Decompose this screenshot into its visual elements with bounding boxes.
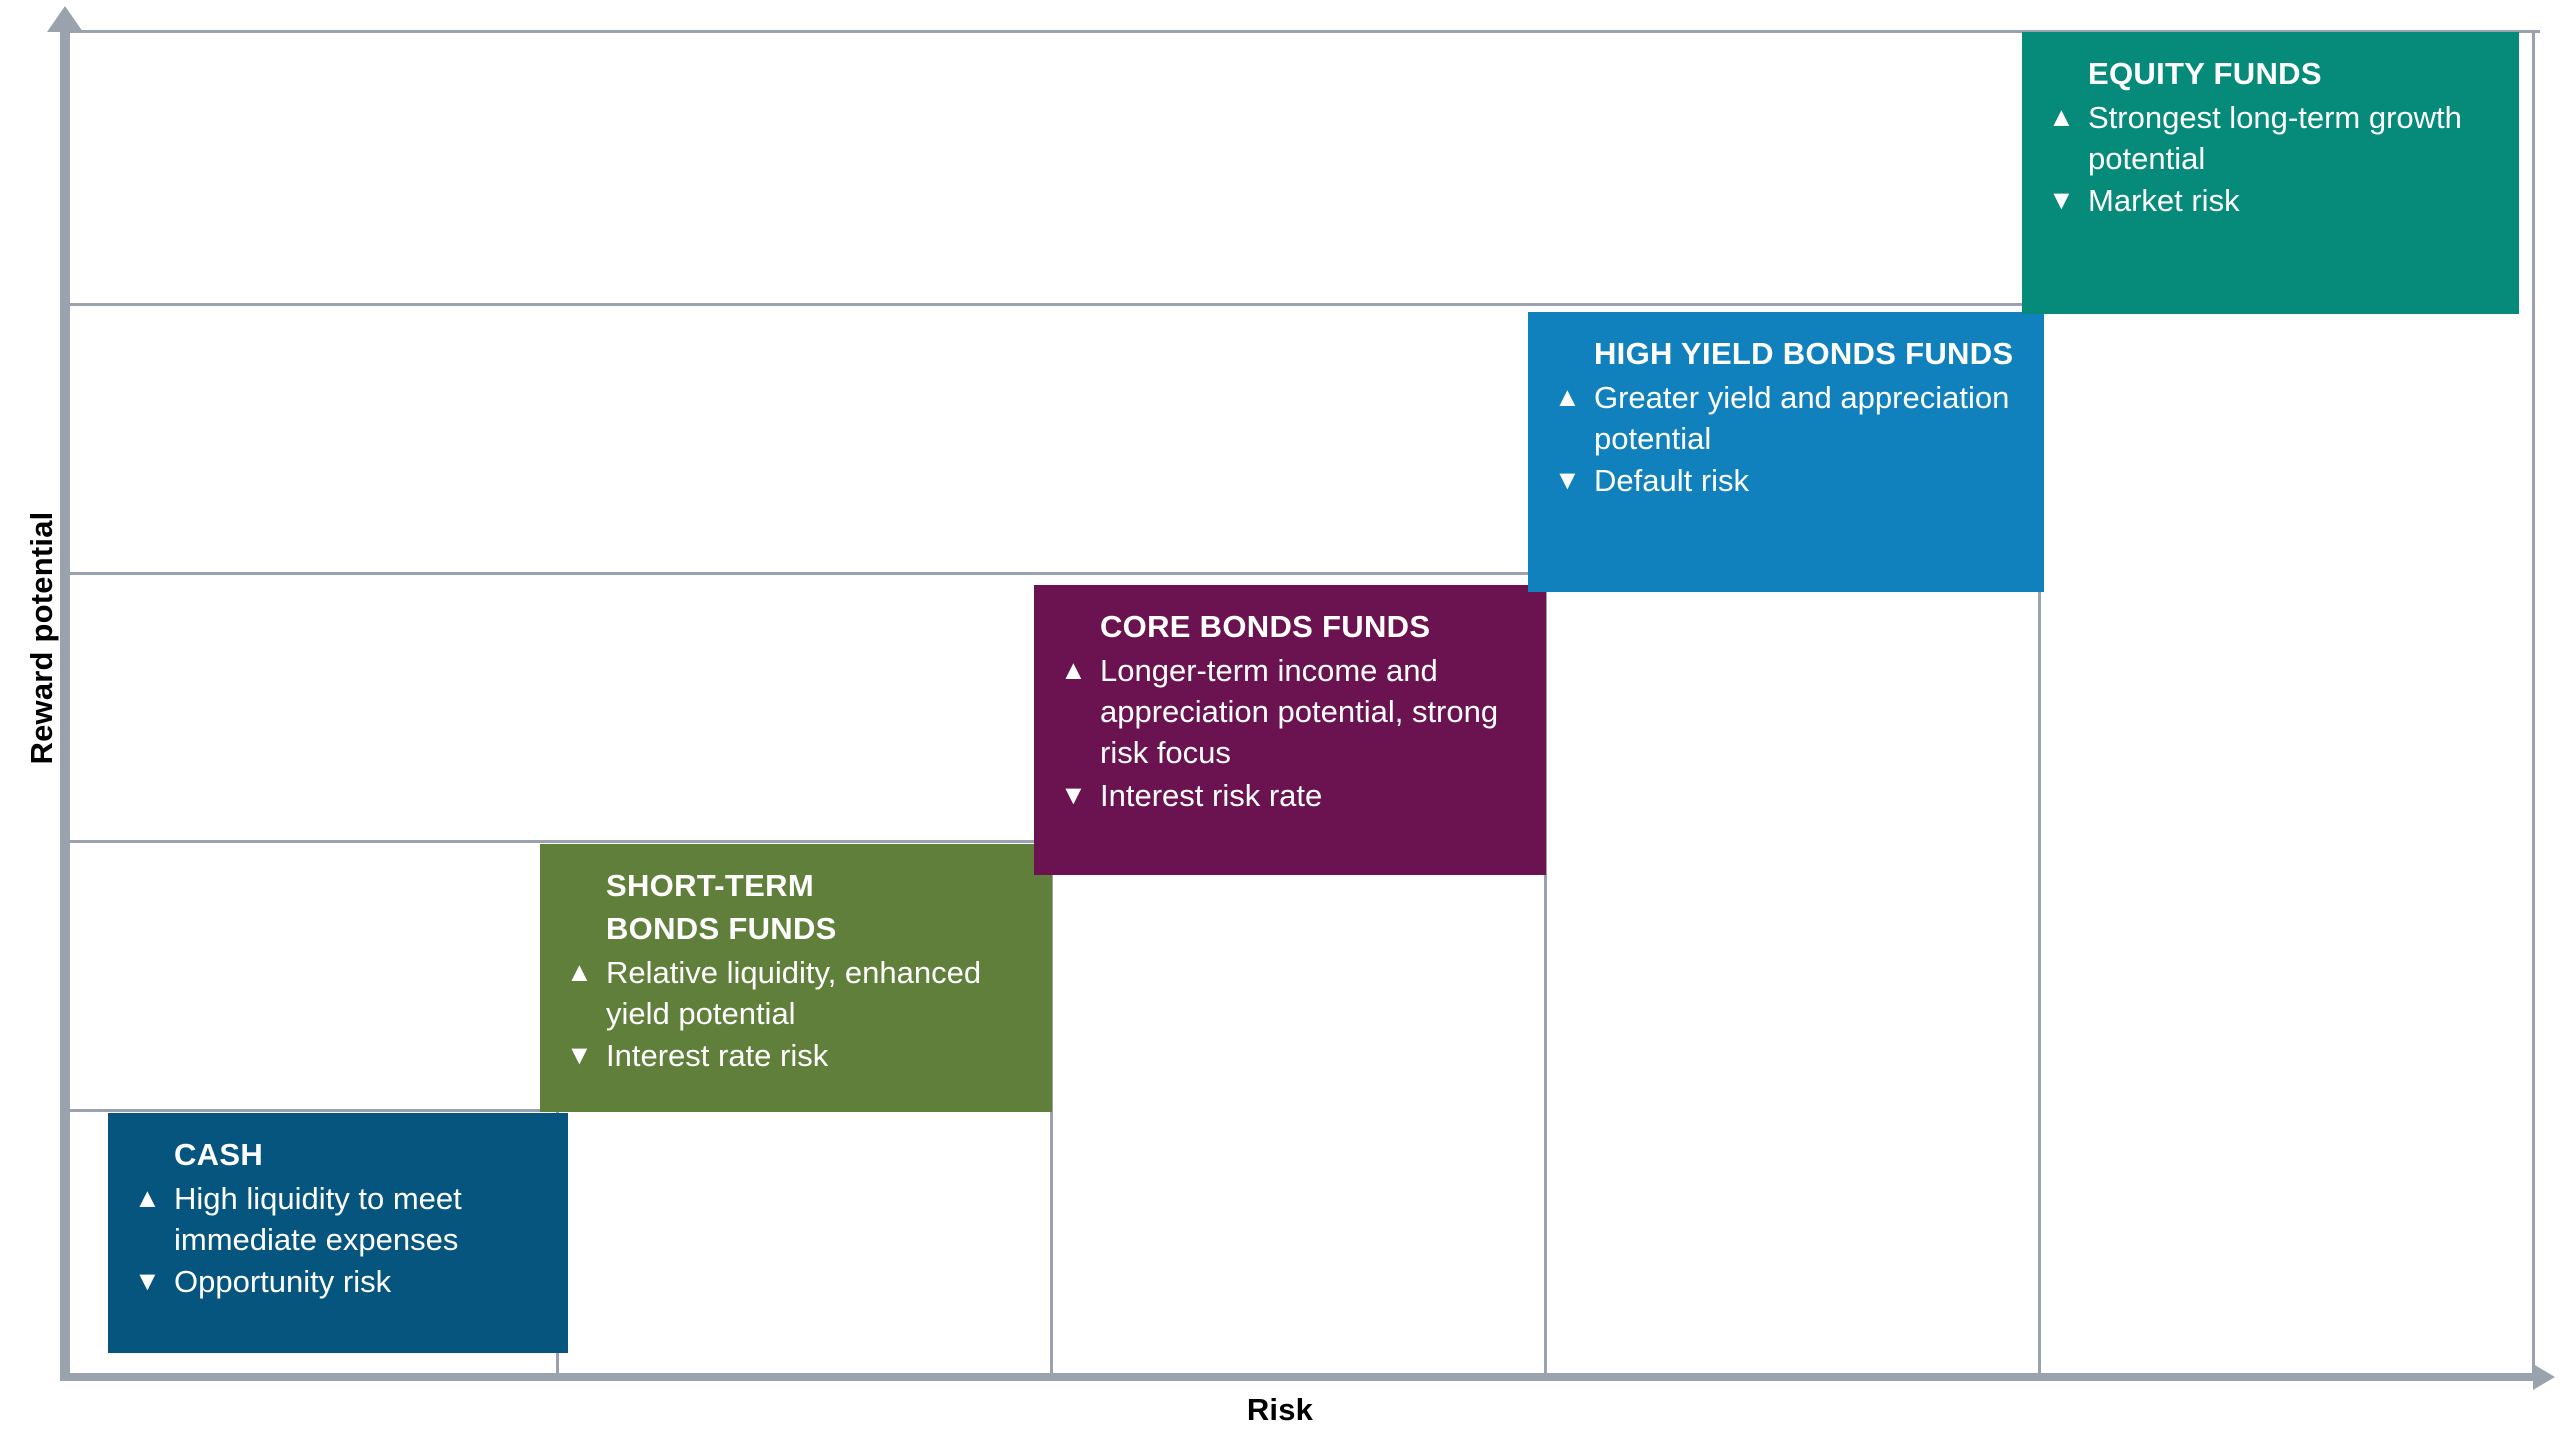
up-triangle-icon: ▲ bbox=[566, 956, 593, 987]
tier-point-upside-cash: ▲ High liquidity to meet immediate expen… bbox=[134, 1178, 542, 1260]
up-triangle-icon: ▲ bbox=[134, 1182, 161, 1213]
tier-downside-text-core-bonds-funds: Interest risk rate bbox=[1100, 777, 1323, 813]
tier-box-cash[interactable]: CASH ▲ High liquidity to meet immediate … bbox=[108, 1113, 568, 1353]
gridline-horizontal-3 bbox=[65, 572, 1552, 575]
tier-points-core-bonds-funds: ▲ Longer-term income and appreciation po… bbox=[1060, 650, 1520, 816]
tier-upside-text-short-term-bonds-funds: Relative liquidity, enhanced yield poten… bbox=[606, 954, 982, 1032]
tier-point-upside-high-yield-bonds-funds: ▲ Greater yield and appreciation potenti… bbox=[1554, 377, 2018, 459]
tier-point-downside-high-yield-bonds-funds: ▼ Default risk bbox=[1554, 460, 2018, 501]
tier-points-cash: ▲ High liquidity to meet immediate expen… bbox=[134, 1178, 542, 1303]
tier-point-upside-equity-funds: ▲ Strongest long-term growth potential bbox=[2048, 97, 2493, 179]
tier-point-upside-core-bonds-funds: ▲ Longer-term income and appreciation po… bbox=[1060, 650, 1520, 774]
tier-title-short-term-bonds-funds-line1: SHORT-TERM bbox=[606, 868, 814, 903]
tier-point-downside-short-term-bonds-funds: ▼ Interest rate risk bbox=[566, 1035, 1026, 1076]
y-axis-arrow-icon bbox=[47, 6, 83, 32]
gridline-horizontal-2 bbox=[65, 840, 1058, 843]
gridline-horizontal-5 bbox=[65, 30, 2540, 33]
down-triangle-icon: ▼ bbox=[134, 1266, 161, 1297]
gridline-vertical-5 bbox=[2532, 30, 2535, 1379]
up-triangle-icon: ▲ bbox=[2048, 101, 2075, 132]
tier-downside-text-cash: Opportunity risk bbox=[174, 1264, 392, 1300]
tier-points-equity-funds: ▲ Strongest long-term growth potential ▼… bbox=[2048, 97, 2493, 222]
tier-title-high-yield-bonds-funds: HIGH YIELD BONDS FUNDS bbox=[1594, 336, 2014, 371]
down-triangle-icon: ▼ bbox=[566, 1040, 593, 1071]
gridline-horizontal-4 bbox=[65, 303, 2046, 306]
tier-downside-text-high-yield-bonds-funds: Default risk bbox=[1594, 463, 1750, 499]
y-axis-line bbox=[60, 28, 70, 1381]
down-triangle-icon: ▼ bbox=[1060, 779, 1087, 810]
tier-title-core-bonds-funds: CORE BONDS FUNDS bbox=[1100, 609, 1431, 644]
y-axis-title: Reward potential bbox=[24, 511, 59, 765]
tier-upside-text-cash: High liquidity to meet immediate expense… bbox=[174, 1180, 462, 1258]
tier-downside-text-short-term-bonds-funds: Interest rate risk bbox=[606, 1038, 829, 1074]
x-axis-title: Risk bbox=[1246, 1392, 1314, 1427]
tier-point-downside-equity-funds: ▼ Market risk bbox=[2048, 180, 2493, 221]
tier-downside-text-equity-funds: Market risk bbox=[2088, 183, 2240, 219]
gridline-vertical-4 bbox=[2038, 303, 2041, 1379]
tier-box-equity-funds[interactable]: EQUITY FUNDS ▲ Strongest long-term growt… bbox=[2022, 32, 2519, 314]
tier-title-cash: CASH bbox=[174, 1137, 264, 1172]
down-triangle-icon: ▼ bbox=[2048, 185, 2075, 216]
down-triangle-icon: ▼ bbox=[1554, 465, 1581, 496]
up-triangle-icon: ▲ bbox=[1554, 381, 1581, 412]
tier-title-equity-funds: EQUITY FUNDS bbox=[2088, 56, 2322, 91]
tier-box-short-term-bonds-funds[interactable]: SHORT-TERM BONDS FUNDS ▲ Relative liquid… bbox=[540, 844, 1052, 1112]
x-axis-line bbox=[60, 1373, 2540, 1381]
tier-box-high-yield-bonds-funds[interactable]: HIGH YIELD BONDS FUNDS ▲ Greater yield a… bbox=[1528, 312, 2044, 592]
tier-upside-text-high-yield-bonds-funds: Greater yield and appreciation potential bbox=[1594, 379, 2010, 457]
tier-point-downside-cash: ▼ Opportunity risk bbox=[134, 1261, 542, 1302]
tier-box-core-bonds-funds[interactable]: CORE BONDS FUNDS ▲ Longer-term income an… bbox=[1034, 585, 1546, 875]
up-triangle-icon: ▲ bbox=[1060, 654, 1087, 685]
tier-upside-text-core-bonds-funds: Longer-term income and appreciation pote… bbox=[1100, 652, 1499, 771]
gridline-horizontal-1 bbox=[65, 1109, 564, 1112]
tier-points-short-term-bonds-funds: ▲ Relative liquidity, enhanced yield pot… bbox=[566, 952, 1026, 1077]
x-axis-arrow-icon bbox=[2533, 1364, 2555, 1390]
tier-upside-text-equity-funds: Strongest long-term growth potential bbox=[2088, 99, 2462, 177]
tier-title-short-term-bonds-funds-line2: BONDS FUNDS bbox=[606, 910, 837, 946]
tier-points-high-yield-bonds-funds: ▲ Greater yield and appreciation potenti… bbox=[1554, 377, 2018, 502]
tier-point-upside-short-term-bonds-funds: ▲ Relative liquidity, enhanced yield pot… bbox=[566, 952, 1026, 1034]
tier-point-downside-core-bonds-funds: ▼ Interest risk rate bbox=[1060, 775, 1520, 816]
gridline-vertical-3 bbox=[1544, 572, 1547, 1379]
